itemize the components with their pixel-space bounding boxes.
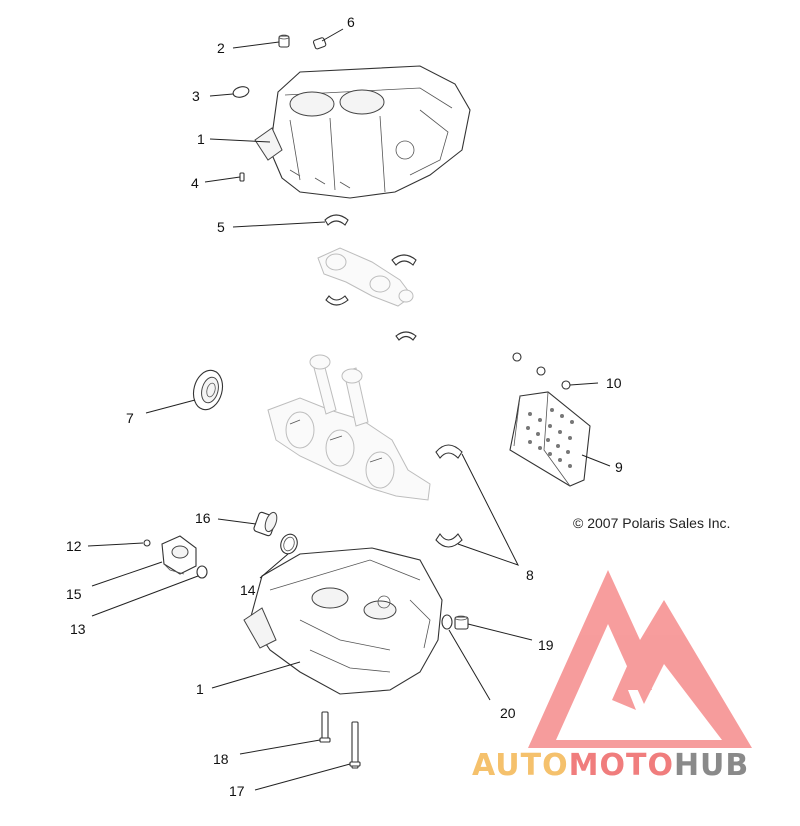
stud-17 <box>349 721 361 769</box>
washer-20 <box>441 614 453 630</box>
bearing-inserts-group <box>325 254 417 341</box>
svg-text:AUTOMOTOHUB: AUTOMOTOHUB <box>472 748 749 783</box>
screw-12 <box>143 539 151 547</box>
callout-5: 5 <box>217 219 225 235</box>
dowel-pin-2 <box>278 34 290 48</box>
callout-3: 3 <box>192 88 200 104</box>
callout-7: 7 <box>126 410 134 426</box>
callout-16: 16 <box>195 510 211 526</box>
upper-crankcase <box>254 65 471 199</box>
callout-6: 6 <box>347 14 355 30</box>
copyright-notice: © 2007 Polaris Sales Inc. <box>573 515 730 531</box>
bearing-insert-5 <box>324 214 349 226</box>
callout-12: 12 <box>66 538 82 554</box>
callout-13: 13 <box>70 621 86 637</box>
bushing-16 <box>253 511 278 537</box>
housing-15 <box>161 535 197 575</box>
watermark-hub: HUB <box>674 748 749 783</box>
leader-lines <box>87 28 611 791</box>
callout-9: 9 <box>615 459 623 475</box>
stud-18 <box>319 711 331 743</box>
main-bearing-shells-8 <box>435 444 463 548</box>
watermark-moto: MOTO <box>569 748 674 783</box>
callout-1-lower: 1 <box>196 681 204 697</box>
callout-2: 2 <box>217 40 225 56</box>
lower-crankcase <box>243 547 443 695</box>
callout-20: 20 <box>500 705 516 721</box>
plug-19 <box>454 615 469 630</box>
watermark-auto: AUTO <box>472 748 569 783</box>
oil-seal-7 <box>192 369 224 411</box>
bolts-10 <box>512 352 571 390</box>
callout-19: 19 <box>538 637 554 653</box>
callout-4: 4 <box>191 175 199 191</box>
callout-18: 18 <box>213 751 229 767</box>
callout-1-upper: 1 <box>197 131 205 147</box>
dowel-pin-6 <box>312 37 327 50</box>
pin-4 <box>239 172 245 182</box>
triangle-logo-inner-icon <box>612 646 652 710</box>
oring-13 <box>196 565 208 579</box>
callout-17: 17 <box>229 783 245 799</box>
oring-3 <box>232 86 250 98</box>
oring-14 <box>280 533 298 555</box>
callout-10: 10 <box>606 375 622 391</box>
watermark-text: AUTOMOTOHUB <box>472 748 749 783</box>
callout-labels: 2 6 3 1 4 5 10 7 9 16 12 15 14 13 8 19 1… <box>66 14 623 799</box>
watermark-logo <box>528 570 752 748</box>
journal-carrier <box>317 247 414 307</box>
callout-8: 8 <box>526 567 534 583</box>
callout-14: 14 <box>240 582 256 598</box>
callout-15: 15 <box>66 586 82 602</box>
baffle-plate-9 <box>509 391 591 487</box>
crankshaft-assembly <box>267 354 431 501</box>
